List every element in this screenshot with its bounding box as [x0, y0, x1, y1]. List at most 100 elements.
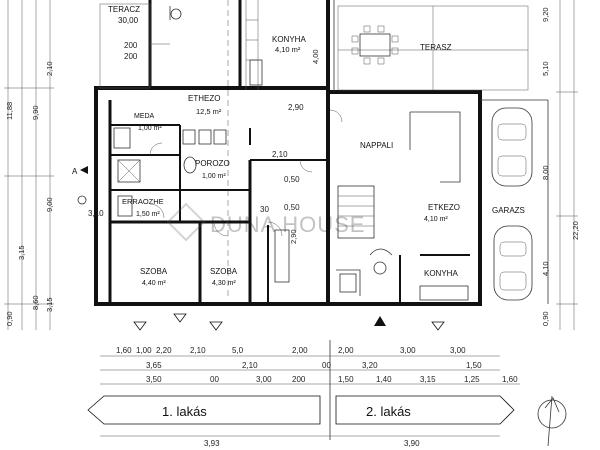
room-garazs-name: GARAZS: [492, 206, 525, 215]
unit-1-label: 1. lakás: [162, 404, 207, 419]
dim-310: 3,10: [88, 209, 104, 218]
row3-dim-5: 1,50: [338, 375, 354, 384]
stairs-left: [227, 0, 263, 300]
row1-dim-3: 2,20: [156, 346, 172, 355]
room-etkezo-right-name: ETKEZO: [428, 203, 460, 212]
car-icon: [491, 107, 533, 187]
room-porozo-name: POROZO: [195, 159, 230, 168]
car-icon: [493, 225, 533, 301]
washing-machine-icon: [182, 129, 196, 145]
row1-dim-6: 2,00: [292, 346, 308, 355]
bottom-dimensions: 1,60 1,00 2,20 2,10 5,0 2,00 2,00 3,00 3…: [87, 340, 520, 448]
shower-icon: [117, 159, 141, 183]
room-eroazhely-name: ERRAOZHE: [122, 197, 164, 206]
room-konyha-right-name: KONYHA: [424, 269, 458, 278]
row2-dim-5: 1,50: [466, 361, 482, 370]
dim-290: 2,90: [288, 103, 304, 112]
right-dimensions: 9,20 5,10 8,00 4,10 22,20 0,90: [541, 0, 580, 330]
row3-dim-9: 1,60: [502, 375, 518, 384]
right-dim-2: 5,10: [541, 61, 550, 76]
room-terasz-left-name: TERACZ: [108, 5, 140, 14]
dim-050: 0,50: [284, 175, 300, 184]
left-dim-6: 0,90: [5, 311, 14, 326]
terrace-right: [337, 5, 529, 91]
row3-dim-3: 3,00: [256, 375, 272, 384]
marker-icon: [173, 313, 187, 323]
room-etkezo-right-area: 4,10 m²: [424, 216, 448, 223]
row1-dim-1: 1,60: [116, 346, 132, 355]
room-etkezo-left-area: 12,5 m²: [196, 107, 222, 116]
room-szoba2-area: 4,30 m²: [212, 280, 236, 287]
left-dim-3: 9,90: [31, 105, 40, 120]
north-arrow-icon: [537, 395, 567, 447]
room-kamra-name: MEDA: [134, 113, 155, 120]
outer-wall-right-unit: [326, 90, 482, 306]
row1-dim-8: 3,00: [400, 346, 416, 355]
left-dim-4: 9,00: [45, 197, 54, 212]
row2-dim-1: 3,65: [146, 361, 162, 370]
room-szoba1-name: SZOBA: [140, 267, 168, 276]
right-dim-4: 4,10: [541, 261, 550, 276]
left-dim-1: 2,10: [45, 61, 54, 76]
room-szoba1-area: 4,40 m²: [142, 280, 166, 287]
level-marker-icon: [77, 195, 87, 205]
terrace-left: [99, 3, 182, 89]
toilet-icon: [183, 156, 197, 174]
marker-icon: [209, 321, 223, 331]
room-terasz-right-name: TERASZ: [420, 43, 452, 52]
watermark: DUNA HOUSE: [166, 202, 364, 242]
room-etkezo-left-name: ETHEZO: [188, 94, 220, 103]
row3-dim-6: 1,40: [376, 375, 392, 384]
doors: [149, 109, 343, 237]
section-arrow-icon: [80, 166, 88, 174]
duna-house-logo-icon: [166, 202, 206, 242]
row1-dim-7: 2,00: [338, 346, 354, 355]
row3-dim-7: 3,15: [420, 375, 436, 384]
dim-210: 2,10: [272, 150, 288, 159]
column-icon: [170, 8, 182, 20]
room-konyha-left-area: 4,10 m²: [275, 45, 301, 54]
dim-400: 4,00: [311, 49, 320, 64]
dim-030: 30: [260, 205, 269, 214]
room-eroazhely-area: 1,50 m²: [136, 211, 160, 218]
dim-200a: 200: [124, 41, 138, 50]
walls: [94, 0, 549, 306]
row3-dim-2: 00: [210, 375, 219, 384]
row1-dim-5: 5,0: [232, 346, 244, 355]
stair-icon: [337, 185, 375, 239]
right-dim-1: 9,20: [541, 7, 550, 22]
right-dim-5: 22,20: [571, 221, 580, 240]
row2-dim-2: 2,10: [242, 361, 258, 370]
row2-dim-3: 00: [322, 361, 331, 370]
room-terasz-left-area: 30,00: [118, 16, 139, 25]
kitchen-counter-right-icon: [419, 285, 469, 301]
wardrobe-icon: [274, 229, 290, 283]
dim-050b: 0,50: [284, 203, 300, 212]
room-porozo-area: 1,00 m²: [202, 173, 226, 180]
room-labels: TERACZ 30,00 200 200 KONYHA 4,10 m² 4,00…: [88, 5, 525, 287]
sink-icon: [117, 195, 133, 217]
marker-icon: [133, 321, 147, 331]
left-dim-8: 3,15: [45, 297, 54, 312]
entry-markers: [133, 313, 445, 331]
room-kamra-area: 1,00 m²: [138, 125, 162, 132]
right-dim-6: 0,90: [541, 311, 550, 326]
row3-dim-1: 3,50: [146, 375, 162, 384]
left-dim-2: 11,88: [5, 102, 14, 120]
section-mark-a: A: [72, 167, 78, 176]
total-right: 3,90: [404, 439, 420, 448]
left-dimensions: 2,10 11,88 9,90 9,00 3,15 0,90 8,60 3,15…: [4, 0, 88, 330]
row1-dim-4: 2,10: [190, 346, 206, 355]
entrance-arrow-icon: [374, 316, 386, 326]
unit-2-banner: [335, 395, 515, 425]
left-dim-5: 3,15: [17, 245, 26, 260]
boiler-icon: [113, 127, 131, 149]
row2-dim-4: 3,20: [362, 361, 378, 370]
unit-2-label: 2. lakás: [366, 404, 411, 419]
room-konyha-left-name: KONYHA: [272, 35, 306, 44]
room-szoba2-name: SZOBA: [210, 267, 238, 276]
room-nappali-name: NAPPALI: [360, 141, 393, 150]
row1-dim-2: 1,00: [136, 346, 152, 355]
total-left: 3,93: [204, 439, 220, 448]
dim-290b: 2,90: [289, 229, 298, 244]
